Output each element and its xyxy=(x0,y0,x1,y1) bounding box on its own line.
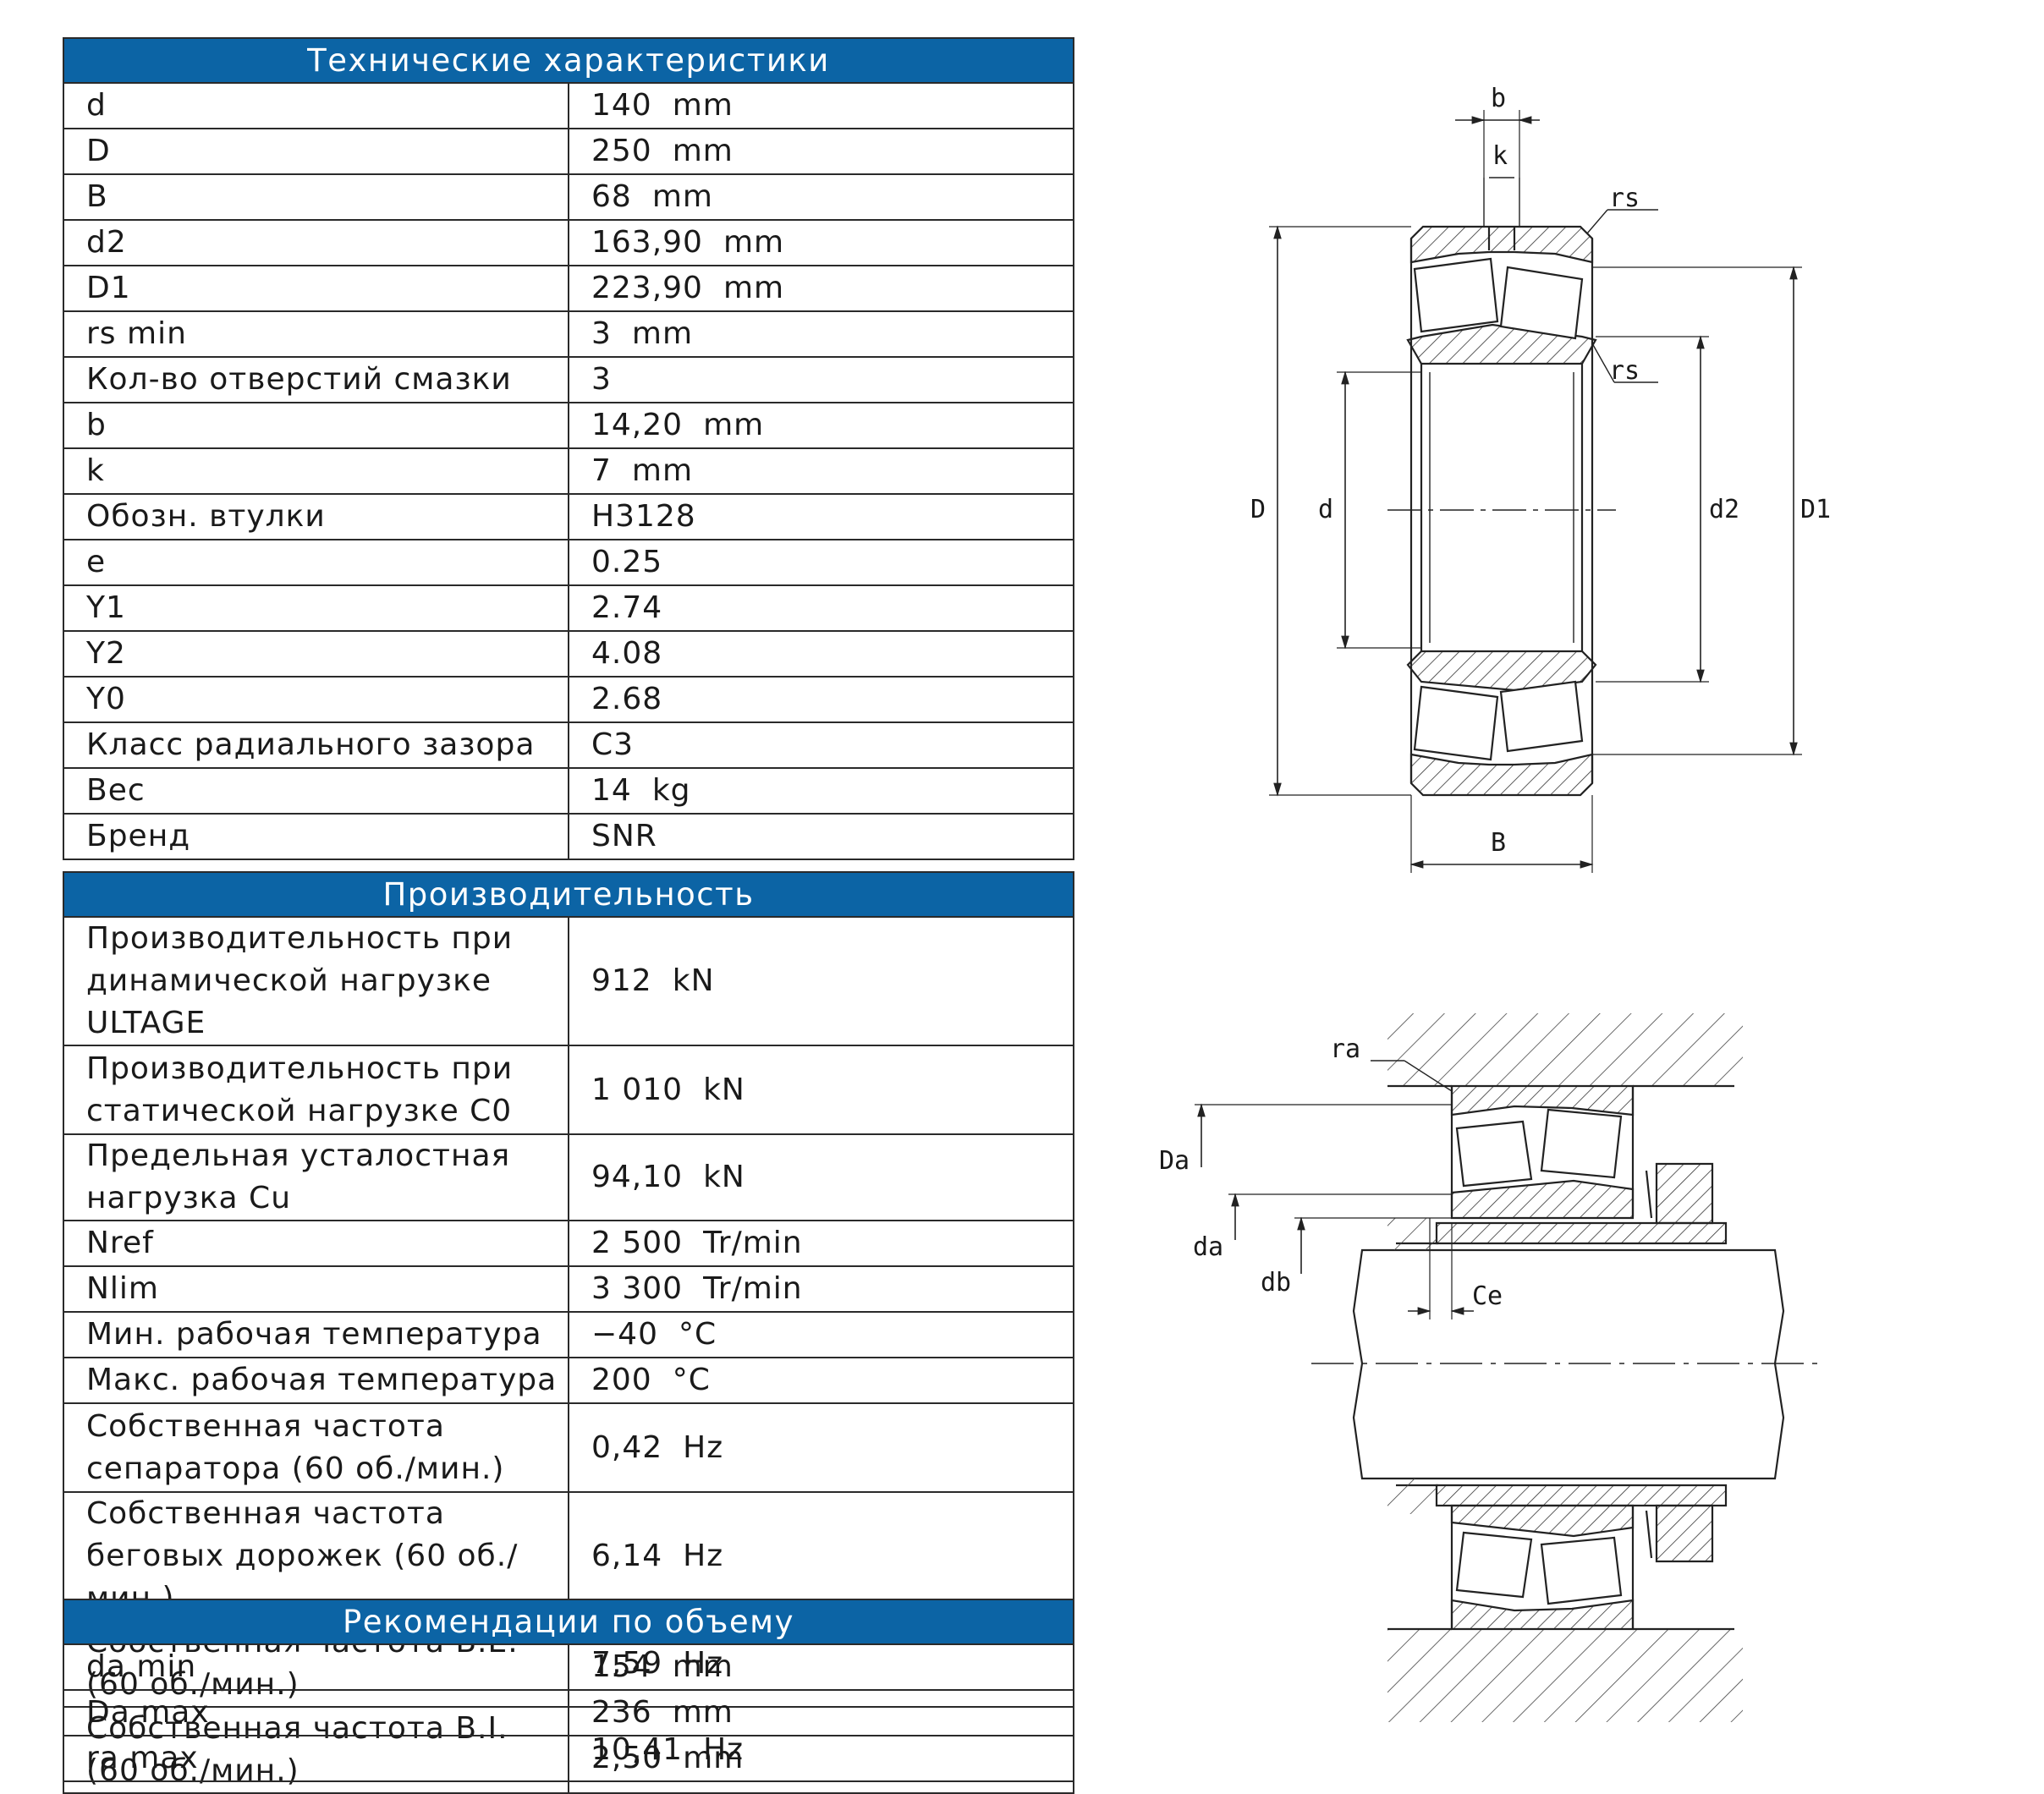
dim-label-da: da xyxy=(1193,1232,1223,1262)
spec-label: Y0 xyxy=(63,676,569,723)
spec-label: da min xyxy=(63,1643,569,1691)
spec-label: rs min xyxy=(63,310,569,358)
spec-label: Nlim xyxy=(63,1265,569,1313)
spec-label: Обозн. втулки xyxy=(63,493,569,540)
spec-label: b xyxy=(63,402,569,449)
dim-label-B: B xyxy=(1491,828,1506,858)
spec-label: ra max xyxy=(63,1735,569,1782)
spec-label: D1 xyxy=(63,265,569,312)
dim-label-Da: Da xyxy=(1159,1146,1190,1176)
spec-value: 4.08 xyxy=(568,630,1074,678)
dim-label-db: db xyxy=(1261,1268,1291,1297)
spec-label: Y2 xyxy=(63,630,569,678)
dim-label-rs: rs xyxy=(1609,184,1640,213)
spec-value: −40°C xyxy=(568,1311,1074,1358)
bearing-cross-section-drawing xyxy=(1269,110,1802,873)
spec-label: Nref xyxy=(63,1220,569,1267)
spec-label: Собственная частота сепаратора (60 об./м… xyxy=(63,1402,569,1493)
dim-label-rs: rs xyxy=(1609,356,1640,386)
dim-label-d: d xyxy=(1318,495,1333,524)
spec-label: D xyxy=(63,128,569,175)
spec-label: Y1 xyxy=(63,584,569,632)
top-drawing-labels: b k rs rs D d d2 D1 B xyxy=(1250,84,1831,858)
spec-label: Производительность при динамической нагр… xyxy=(63,916,569,1046)
dim-label-Ce: Ce xyxy=(1472,1281,1503,1311)
spec-label: Предельная усталостная нагрузка Cu xyxy=(63,1133,569,1221)
spec-value: 2.68 xyxy=(568,676,1074,723)
spec-label: Производительность при статической нагру… xyxy=(63,1045,569,1135)
dim-label-ra: ra xyxy=(1330,1034,1360,1064)
section-title-mounting: Рекомендации по объему xyxy=(63,1599,1074,1645)
spec-value: 2.74 xyxy=(568,584,1074,632)
spec-label: Класс радиального зазора xyxy=(63,721,569,769)
spec-label: d xyxy=(63,82,569,129)
spec-table-performance: Производительность Производительность пр… xyxy=(63,871,1074,1794)
dim-label-D1: D1 xyxy=(1800,495,1831,524)
spec-label: k xyxy=(63,447,569,495)
section-title-technical: Технические характеристики xyxy=(63,37,1074,84)
spec-label: d2 xyxy=(63,219,569,266)
spec-label: Вес xyxy=(63,767,569,815)
spec-value: 200°C xyxy=(568,1357,1074,1404)
spec-value: C3 xyxy=(568,721,1074,769)
dim-label-k: k xyxy=(1492,141,1508,171)
bottom-drawing-labels: ra Da da db Ce xyxy=(1159,1034,1503,1311)
dim-label-b: b xyxy=(1491,84,1506,113)
dim-label-D: D xyxy=(1250,495,1266,524)
spec-value: H3128 xyxy=(568,493,1074,540)
spec-label: Макс. рабочая температура xyxy=(63,1357,569,1404)
spec-label: Мин. рабочая температура xyxy=(63,1311,569,1358)
spec-label: Бренд xyxy=(63,813,569,860)
mounting-arrangement-drawing xyxy=(1195,1013,1819,1722)
dim-label-d2: d2 xyxy=(1709,495,1739,524)
spec-value: 0.25 xyxy=(568,539,1074,586)
spec-label: Кол-во отверстий смазки xyxy=(63,356,569,403)
spec-label: e xyxy=(63,539,569,586)
spec-label: Da max xyxy=(63,1689,569,1736)
spec-value: 3 xyxy=(568,356,1074,403)
spec-label: B xyxy=(63,173,569,221)
section-title-performance: Производительность xyxy=(63,871,1074,918)
spec-value: SNR xyxy=(568,813,1074,860)
